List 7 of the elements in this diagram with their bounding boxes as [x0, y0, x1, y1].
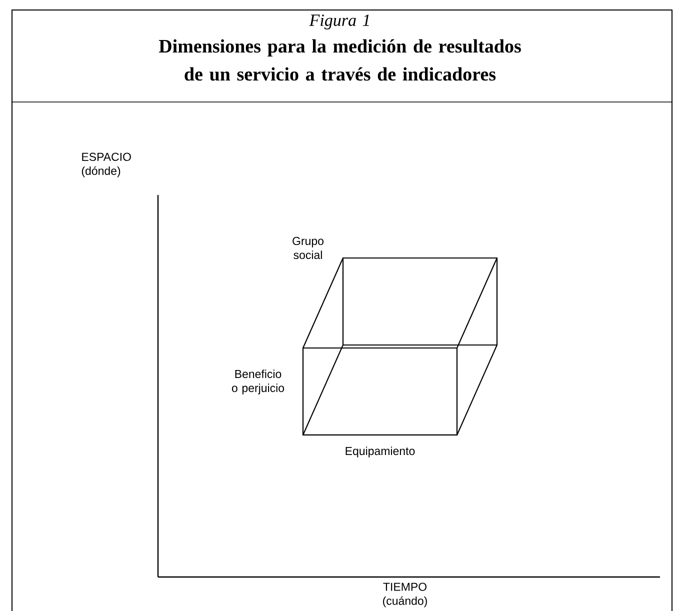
title: Dimensiones para la medición de resultados de un servicio a través de indicadores — [158, 39, 521, 81]
dimension-label: Beneficio o perjuicio — [232, 370, 284, 394]
dimension-label: Equipamiento — [346, 446, 415, 458]
axis-label: ESPACIO (dónde) — [82, 152, 131, 178]
figure-number: Figura 1 — [309, 14, 369, 30]
dimension-label: Grupo social — [292, 236, 324, 260]
axis-label: TIEMPO (cuándo) — [383, 582, 427, 608]
